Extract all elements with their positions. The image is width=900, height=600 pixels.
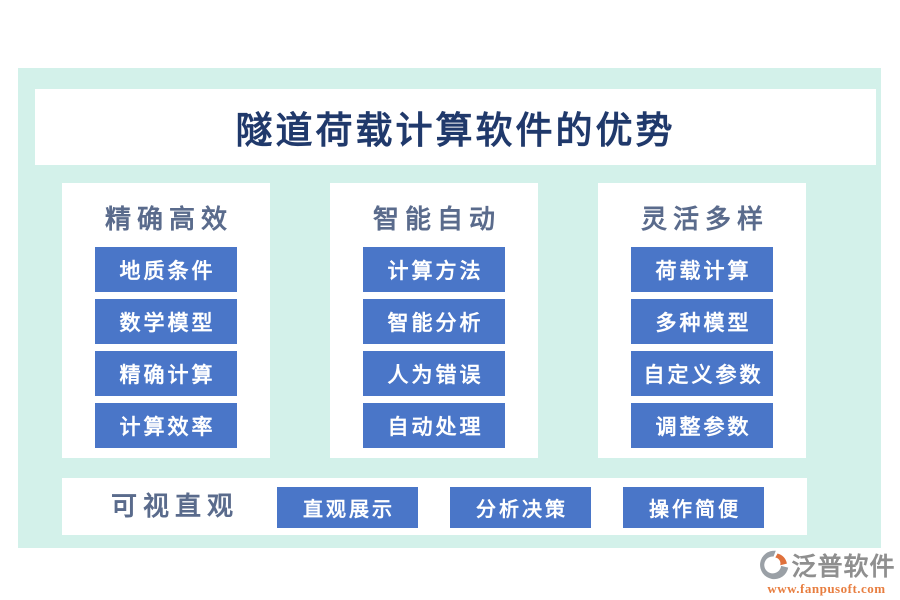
panel-flexibility: 灵活多样 荷载计算 多种模型 自定义参数 调整参数 [598, 183, 806, 458]
title-band: 隧道荷载计算软件的优势 [35, 89, 876, 165]
feature-button-calc-method[interactable]: 计算方法 [363, 247, 505, 292]
feature-button-visual-display[interactable]: 直观展示 [277, 487, 418, 528]
panel-flexibility-header: 灵活多样 [640, 205, 769, 234]
brand-name: 泛普软件 [791, 554, 896, 581]
feature-button-multi-model[interactable]: 多种模型 [631, 299, 773, 344]
feature-button-math-model[interactable]: 数学模型 [95, 299, 237, 344]
feature-button-smart-analysis[interactable]: 智能分析 [363, 299, 505, 344]
panel-accuracy: 精确高效 地质条件 数学模型 精确计算 计算效率 [62, 183, 270, 458]
footer-brand: 泛普软件 www.fanpusoft.com [759, 547, 895, 597]
fanpu-logo-icon [759, 550, 788, 580]
feature-button-human-error[interactable]: 人为错误 [363, 351, 505, 396]
panel-intelligence: 智能自动 计算方法 智能分析 人为错误 自动处理 [330, 183, 538, 458]
panel-intelligence-header: 智能自动 [372, 205, 501, 234]
brand-url[interactable]: www.fanpusoft.com [767, 581, 886, 596]
feature-button-custom-params[interactable]: 自定义参数 [631, 351, 773, 396]
feature-button-geology[interactable]: 地质条件 [95, 247, 237, 292]
feature-button-load-calc[interactable]: 荷载计算 [631, 247, 773, 292]
bottom-band-header: 可视直观 [110, 492, 239, 521]
feature-button-easy-operation[interactable]: 操作简便 [623, 487, 764, 528]
panel-accuracy-header: 精确高效 [104, 205, 233, 234]
feature-button-adjust-params[interactable]: 调整参数 [631, 403, 773, 448]
feature-button-calc-efficiency[interactable]: 计算效率 [95, 403, 237, 448]
page-title: 隧道荷载计算软件的优势 [235, 111, 676, 152]
feature-button-auto-process[interactable]: 自动处理 [363, 403, 505, 448]
brand-row: 泛普软件 [758, 547, 896, 583]
feature-button-analysis-decision[interactable]: 分析决策 [450, 487, 591, 528]
feature-button-precise-calc[interactable]: 精确计算 [95, 351, 237, 396]
bottom-band-visual: 可视直观 直观展示 分析决策 操作简便 [62, 478, 807, 535]
